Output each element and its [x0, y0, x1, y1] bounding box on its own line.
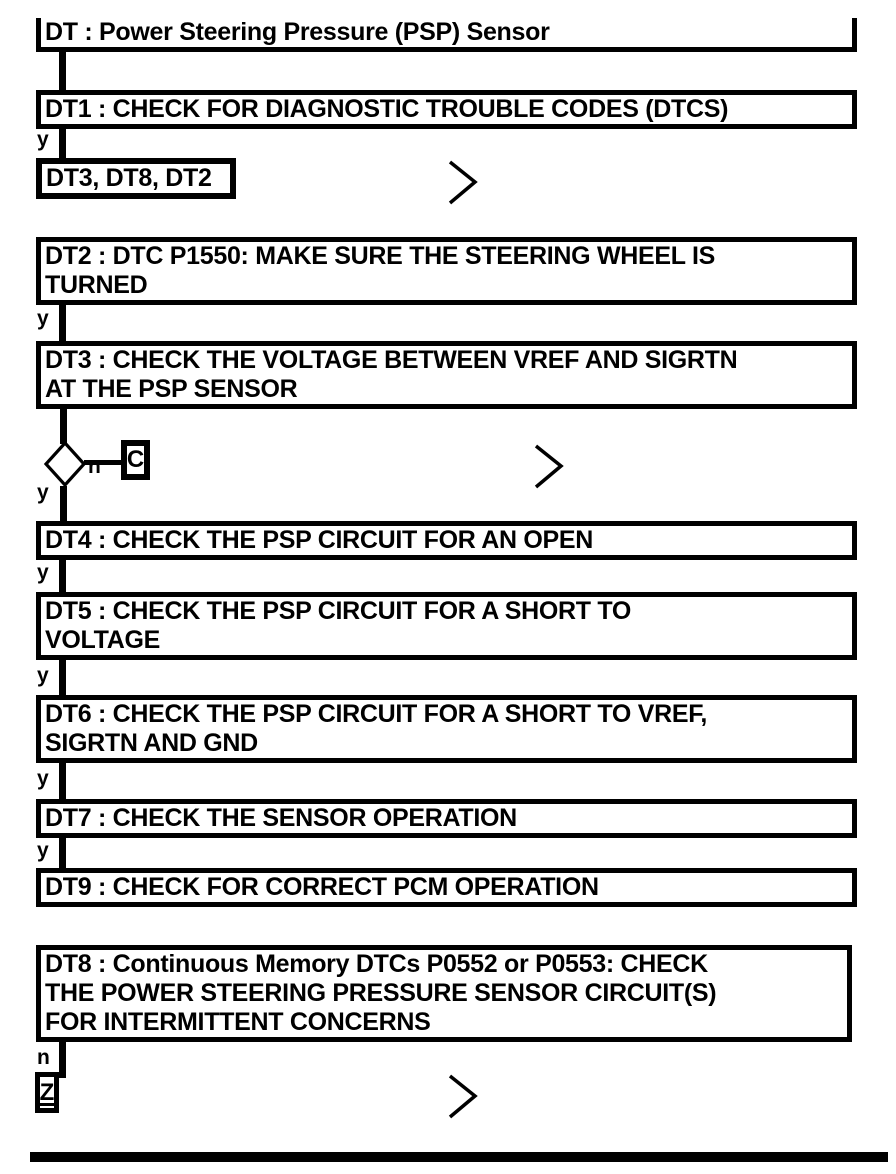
flow-box-dt4[interactable]: DT4 : CHECK THE PSP CIRCUIT FOR AN OPEN: [36, 521, 857, 560]
flow-box-dt4-text: DT4 : CHECK THE PSP CIRCUIT FOR AN OPEN: [45, 526, 594, 554]
branch-label-yes: y: [37, 481, 49, 504]
flow-box-dt2[interactable]: DT2 : DTC P1550: MAKE SURE THE STEERING …: [36, 237, 857, 305]
branch-label-yes: y: [37, 839, 49, 862]
connector-line: [60, 486, 67, 521]
flow-box-dt2-text-line1: DT2 : DTC P1550: MAKE SURE THE STEERING …: [45, 242, 715, 270]
branch-label-yes: y: [37, 561, 49, 584]
connector-line: [59, 838, 66, 868]
flow-box-dt3-text-line2: AT THE PSP SENSOR: [45, 375, 298, 403]
flow-box-dt5[interactable]: DT5 : CHECK THE PSP CIRCUIT FOR A SHORT …: [36, 592, 857, 660]
flow-box-dt8-text-line1: DT8 : Continuous Memory DTCs P0552 or P0…: [45, 950, 708, 978]
flow-box-dt3[interactable]: DT3 : CHECK THE VOLTAGE BETWEEN VREF AND…: [36, 341, 857, 409]
flow-box-dt6[interactable]: DT6 : CHECK THE PSP CIRCUIT FOR A SHORT …: [36, 695, 857, 763]
branch-label-yes: y: [37, 307, 49, 330]
flow-box-dt5-text-line1: DT5 : CHECK THE PSP CIRCUIT FOR A SHORT …: [45, 597, 632, 625]
flow-box-dt2-text-line2: TURNED: [45, 271, 148, 299]
branch-label-yes: y: [37, 767, 49, 790]
connector-hub-c-label: C: [126, 446, 145, 473]
flow-box-dt9-text: DT9 : CHECK FOR CORRECT PCM OPERATION: [45, 873, 599, 901]
connector-line: [59, 52, 66, 90]
page-bottom-rule: [30, 1152, 888, 1162]
connector-line: [59, 1042, 66, 1078]
flow-box-dt1[interactable]: DT1 : CHECK FOR DIAGNOSTIC TROUBLE CODES…: [36, 90, 857, 129]
flow-box-dt3-text-line1: DT3 : CHECK THE VOLTAGE BETWEEN VREF AND…: [45, 346, 738, 374]
connector-line: [59, 560, 66, 592]
connector-line: [59, 305, 66, 341]
decision-diamond: [43, 440, 87, 488]
chevron-right-icon[interactable]: [532, 443, 566, 491]
connector-line: [59, 660, 66, 695]
connector-hub-z[interactable]: Z: [35, 1072, 59, 1113]
flow-box-dt9[interactable]: DT9 : CHECK FOR CORRECT PCM OPERATION: [36, 868, 857, 907]
branch-label-no: n: [37, 1046, 50, 1069]
connector-line: [59, 129, 66, 160]
connector-line: [60, 409, 67, 444]
jump-box-dt3-dt8-dt2[interactable]: DT3, DT8, DT2: [36, 158, 236, 199]
flow-box-dt7-text: DT7 : CHECK THE SENSOR OPERATION: [45, 804, 517, 832]
branch-label-yes: y: [37, 664, 49, 687]
flow-box-dt1-text: DT1 : CHECK FOR DIAGNOSTIC TROUBLE CODES…: [45, 95, 729, 123]
chevron-right-icon[interactable]: [446, 159, 480, 207]
flow-box-dt-title-text: DT : Power Steering Pressure (PSP) Senso…: [45, 18, 550, 46]
connector-line: [84, 460, 122, 465]
jump-box-text: DT3, DT8, DT2: [46, 164, 212, 192]
branch-label-yes: y: [37, 128, 49, 151]
flow-box-dt8-text-line3: FOR INTERMITTENT CONCERNS: [45, 1008, 431, 1036]
flow-box-dt8[interactable]: DT8 : Continuous Memory DTCs P0552 or P0…: [36, 945, 852, 1042]
flow-box-dt5-text-line2: VOLTAGE: [45, 626, 161, 654]
flow-box-dt-title: DT : Power Steering Pressure (PSP) Senso…: [36, 18, 857, 52]
flow-box-dt8-text-line2: THE POWER STEERING PRESSURE SENSOR CIRCU…: [45, 979, 717, 1007]
connector-hub-z-label: Z: [39, 1078, 55, 1106]
connector-hub-c[interactable]: C: [121, 440, 150, 480]
flow-box-dt6-text-line2: SIGRTN AND GND: [45, 729, 258, 757]
chevron-right-icon[interactable]: [446, 1073, 480, 1121]
flow-box-dt7[interactable]: DT7 : CHECK THE SENSOR OPERATION: [36, 799, 857, 838]
connector-line: [59, 763, 66, 799]
flow-box-dt6-text-line1: DT6 : CHECK THE PSP CIRCUIT FOR A SHORT …: [45, 700, 708, 728]
